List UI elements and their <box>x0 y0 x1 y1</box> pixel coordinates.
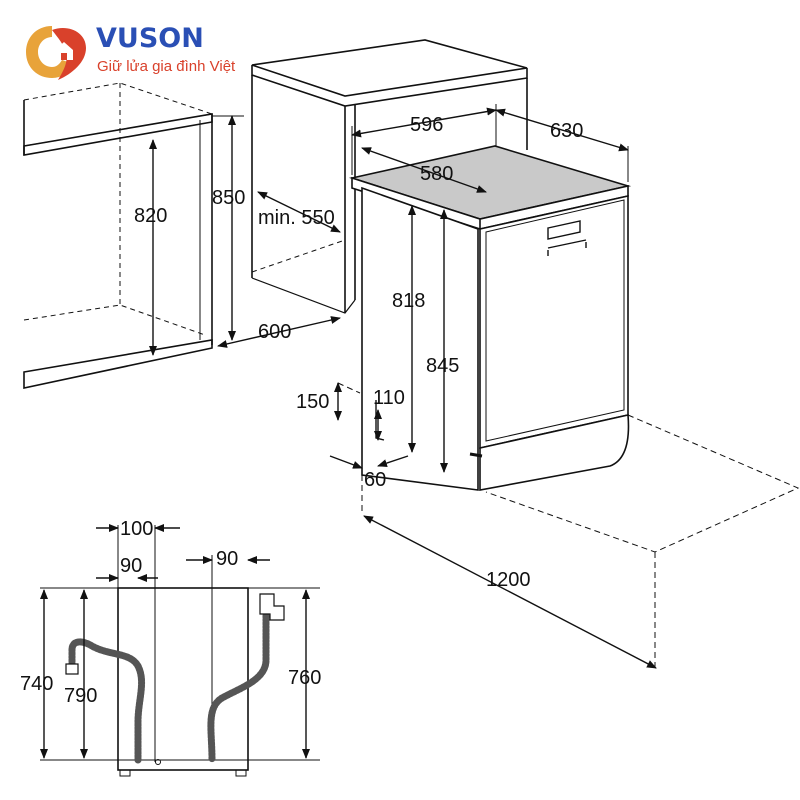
brand-logo: VUSON Giữ lửa gia đình Việt <box>22 20 235 84</box>
house-heart-logo-icon <box>26 26 86 80</box>
dimension-labels: 820 850 min. 550 600 596 630 580 818 845… <box>134 114 583 591</box>
dim-door-open-depth: 1200 <box>486 569 531 591</box>
water-hose-right <box>207 593 285 764</box>
dim-niche-depth-min: min. 550 <box>258 207 335 229</box>
back-view-dimension-lines <box>40 524 310 759</box>
back-view-labels: 100 90 90 740 790 760 <box>20 518 321 707</box>
dim-niche-height: 820 <box>134 205 167 227</box>
brand-name: VUSON <box>96 23 204 54</box>
dim-left-height-outer: 740 <box>20 673 53 695</box>
dishwasher <box>348 145 632 491</box>
dim-width: 596 <box>410 114 443 136</box>
drain-hose-left <box>65 638 146 764</box>
dim-body-height: 818 <box>392 290 425 312</box>
dim-plinth-height: 150 <box>296 391 329 413</box>
dim-top-depth: 580 <box>420 163 453 185</box>
back-view <box>40 525 320 777</box>
dim-counter-height: 850 <box>212 187 245 209</box>
dim-left-height-inner: 790 <box>64 685 97 707</box>
dim-plinth-offset: 60 <box>364 469 386 491</box>
dim-plinth-inner: 110 <box>373 387 405 409</box>
dim-depth: 630 <box>550 120 583 142</box>
brand-slogan: Giữ lửa gia đình Việt <box>97 58 236 75</box>
dim-right-height: 760 <box>288 667 321 689</box>
dim-left-hose-offset: 90 <box>120 555 142 577</box>
dim-total-height: 845 <box>426 355 459 377</box>
dim-right-hose-offset: 90 <box>216 548 238 570</box>
built-in-niche <box>23 82 213 389</box>
dim-niche-width: 600 <box>258 321 291 343</box>
dim-left-offset: 100 <box>120 518 153 540</box>
dimension-lines <box>149 104 657 669</box>
